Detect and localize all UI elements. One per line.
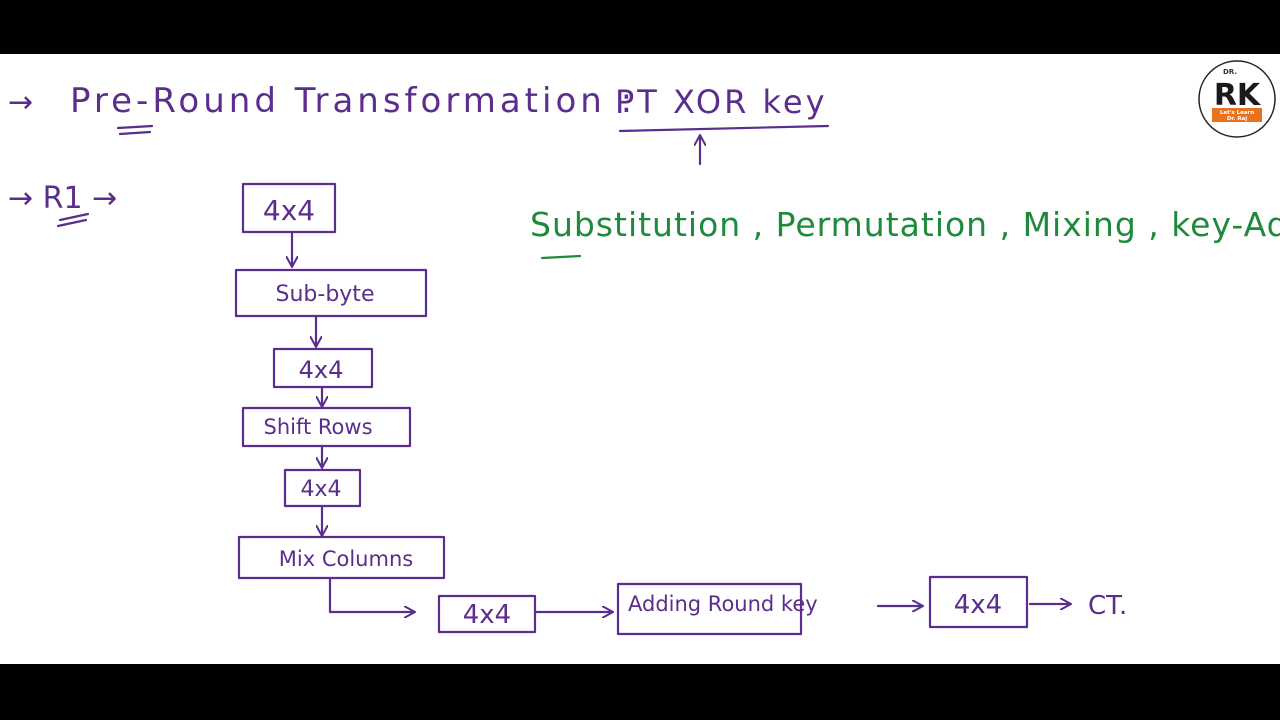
adding-round-key-box <box>616 582 803 636</box>
pt-xor-underline <box>618 124 830 133</box>
heading-arrow: → <box>8 85 33 120</box>
mix-columns-box <box>237 535 446 580</box>
state-box-1-label: 4x4 <box>263 194 315 227</box>
pre-underline-1 <box>116 124 154 130</box>
shift-rows-box <box>241 406 412 448</box>
logo-monogram: RK <box>1214 78 1262 113</box>
state-box-2 <box>272 347 374 389</box>
logo-caption-2: Dr. Raj <box>1227 116 1247 122</box>
state-box-3 <box>283 468 362 508</box>
arrow-6-7 <box>328 577 414 612</box>
sub-byte-box <box>234 268 428 318</box>
state-box-4-label: 4x4 <box>463 600 511 630</box>
shift-rows-label: Shift Rows <box>263 415 372 439</box>
sub-byte-label: Sub-byte <box>276 282 375 307</box>
whiteboard <box>0 54 1280 664</box>
logo-banner <box>1212 108 1262 122</box>
pt-xor-key: PT XOR key <box>615 83 828 121</box>
state-box-5-label: 4x4 <box>954 590 1002 620</box>
adding-round-key-label: Adding Round key <box>628 592 818 616</box>
operations-underline <box>540 254 582 260</box>
round-label: → R1 → <box>8 181 117 216</box>
state-box-3-label: 4x4 <box>300 477 341 502</box>
round-underline-2 <box>56 218 88 228</box>
operations-note: Substitution , Permutation , Mixing , ke… <box>530 205 1280 244</box>
state-box-4 <box>437 594 537 634</box>
ciphertext-label: CT. <box>1088 591 1127 621</box>
round-underline-1 <box>58 212 90 222</box>
logo-top-text: DR. <box>1223 68 1237 76</box>
state-box-5 <box>928 575 1029 629</box>
mix-columns-label: Mix Columns <box>279 547 413 571</box>
state-box-1 <box>241 182 337 234</box>
logo-caption-1: Let's Learn <box>1220 110 1254 116</box>
pre-underline-2 <box>118 130 152 136</box>
pre-round-title: Pre-Round Transformation : <box>70 81 636 121</box>
channel-logo: DR. RK Let's Learn Dr. Raj <box>1198 60 1276 138</box>
state-box-2-label: 4x4 <box>299 356 344 384</box>
